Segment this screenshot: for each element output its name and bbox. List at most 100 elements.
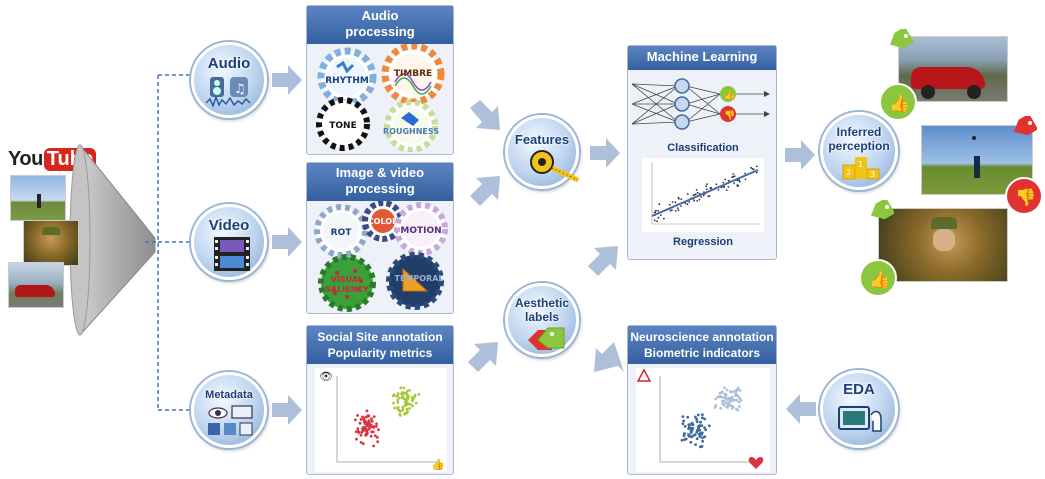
scatter-point-lightblue — [737, 400, 741, 404]
measuring-tape-icon — [530, 150, 580, 183]
scatter-point-lightblue — [725, 388, 729, 392]
arrow-neuro-to-aesthetic — [594, 342, 624, 372]
scatter-point-green — [398, 409, 402, 413]
scatter-point-green — [396, 401, 400, 404]
regression-point — [674, 201, 677, 204]
scatter-point-lightblue — [731, 405, 735, 409]
scatter-point-red — [375, 425, 378, 428]
red-tag-icon — [1013, 116, 1037, 136]
regression-point — [686, 203, 689, 206]
eda-sensor-icon — [838, 406, 882, 432]
scatter-point-green — [408, 388, 411, 392]
gear-label-temporal: TEMPORAL — [395, 274, 444, 283]
regression-point — [707, 195, 710, 198]
funnel-shape — [69, 143, 156, 337]
visual-saliency-gear: VISUAL SALIENCY — [318, 254, 376, 312]
scatter-point-lightblue — [714, 397, 717, 401]
regression-point — [671, 209, 673, 211]
scatter-point-green — [401, 408, 405, 411]
scatter-point-green — [414, 401, 418, 405]
regression-point — [653, 219, 656, 222]
dislike-node — [720, 106, 736, 122]
arrow-ml-to-inferred — [785, 140, 815, 170]
social-annotation-panel: Social Site annotation Popularity metric… — [306, 325, 454, 475]
regression-point — [705, 188, 708, 191]
dislike-badge-icon: 👎 — [1005, 177, 1043, 215]
image-video-panel: Image & video processing ROT COLOR MOTIO… — [306, 162, 454, 314]
scatter-point-red — [376, 440, 380, 444]
scatter-point-lightblue — [734, 394, 737, 397]
rhythm-gear: RHYTHM — [317, 47, 377, 107]
eda-circle[interactable]: EDA — [820, 370, 898, 448]
aesthetic-label-line1: Aesthetic — [514, 296, 570, 310]
aesthetic-labels-circle[interactable]: Aesthetic labels — [505, 283, 579, 357]
scatter-point-red — [354, 418, 357, 422]
output-soldier-video[interactable] — [878, 208, 1008, 282]
green-tag-icon-2 — [870, 200, 894, 220]
regression-point — [674, 210, 677, 212]
scatter-point-blue — [682, 434, 686, 438]
scatter-point-blue — [693, 433, 697, 437]
video-circle[interactable]: Video — [191, 204, 267, 280]
scatter-point-red — [376, 436, 379, 439]
scatter-point-lightblue — [736, 386, 740, 390]
scatter-point-red — [354, 430, 358, 433]
scatter-point-lightblue — [731, 399, 734, 402]
arrow-aesthetic-to-ml — [588, 246, 618, 276]
output-car-video[interactable] — [898, 36, 1008, 102]
scatter-point-blue — [696, 413, 700, 417]
scatter-point-blue — [701, 413, 704, 417]
scatter-point-red — [369, 434, 373, 438]
scatter-point-lightblue — [730, 390, 734, 394]
scatter-point-red — [361, 415, 364, 419]
scatter-point-blue — [701, 436, 704, 440]
scatter-point-red — [366, 421, 370, 425]
scatter-point-lightblue — [738, 389, 742, 392]
regression-point — [656, 220, 658, 223]
scatter-point-lightblue — [721, 399, 724, 403]
regression-point — [732, 173, 734, 175]
timbre-gear: TIMBRE — [381, 44, 445, 106]
scatter-point-green — [417, 393, 421, 396]
metadata-circle[interactable]: Metadata — [191, 372, 267, 448]
scatter-point-red — [365, 409, 369, 413]
inferred-perception-circle[interactable]: Inferred perception 1 2 3 — [820, 112, 898, 190]
neuro-scatter — [636, 368, 770, 472]
regression-point — [725, 189, 728, 191]
svg-text:1: 1 — [858, 160, 863, 169]
neuro-title-line1: Neuroscience annotation — [630, 330, 774, 344]
scatter-point-blue — [694, 415, 697, 419]
eda-label: EDA — [843, 381, 875, 398]
scatter-point-lightblue — [735, 407, 738, 411]
regression-point — [705, 185, 708, 188]
scatter-point-green — [399, 386, 403, 390]
scatter-point-lightblue — [718, 394, 722, 398]
regression-point — [663, 217, 665, 220]
gear-label-rhythm: RHYTHM — [325, 76, 369, 86]
scatter-point-green — [393, 406, 397, 410]
scatter-point-green — [396, 392, 400, 395]
social-panel-title: Social Site annotation Popularity metric… — [307, 326, 453, 364]
scatter-point-green — [403, 412, 407, 416]
features-label: Features — [514, 132, 570, 147]
scatter-point-lightblue — [719, 406, 723, 410]
scatter-point-blue — [681, 422, 685, 426]
scatter-point-red — [372, 426, 376, 429]
regression-plot — [642, 158, 764, 232]
regression-point — [736, 185, 739, 187]
regression-point — [744, 178, 747, 181]
scatter-point-red — [359, 433, 363, 437]
scatter-point-green — [401, 395, 405, 398]
regression-point — [696, 200, 699, 202]
scatter-point-green — [411, 404, 414, 408]
scatter-point-blue — [703, 426, 706, 430]
scatter-point-green — [402, 386, 406, 390]
arrow-image-to-features — [470, 176, 500, 206]
features-circle[interactable]: Features — [505, 115, 580, 189]
regression-point — [680, 198, 683, 200]
scatter-point-lightblue — [720, 391, 724, 394]
scatter-point-blue — [703, 417, 707, 421]
scatter-point-green — [397, 396, 401, 400]
scatter-point-blue — [699, 420, 702, 424]
audio-circle[interactable]: Audio ♫ — [191, 42, 267, 118]
